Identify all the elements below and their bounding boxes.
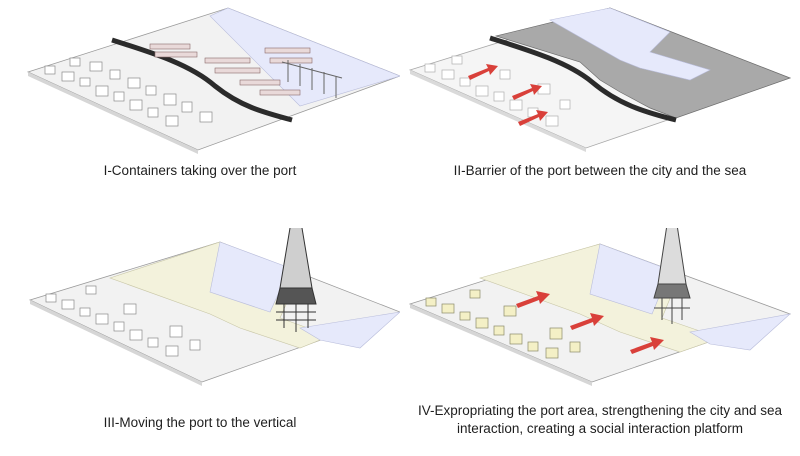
vertical-port-tower-icon	[653, 228, 691, 324]
sea-area	[209, 7, 400, 107]
coastline-road	[111, 37, 293, 123]
new-buildings	[425, 289, 581, 359]
sea-area	[209, 241, 291, 313]
sea-area	[549, 7, 711, 81]
arrow-icon	[516, 291, 664, 354]
coastline-road	[489, 35, 677, 123]
port-cranes	[281, 60, 343, 98]
arrow-icon	[468, 64, 548, 126]
slab-edge	[28, 72, 198, 154]
sea-area-lower	[689, 313, 791, 351]
stage-panel-2: II-Barrier of the port between the city …	[400, 0, 800, 228]
city-buildings	[424, 55, 571, 127]
stage-panel-3: III-Moving the port to the vertical	[0, 228, 400, 456]
slab-edge	[410, 304, 592, 386]
isometric-diagram-social-platform	[408, 228, 792, 386]
city-buildings	[44, 57, 213, 127]
panel-caption: II-Barrier of the port between the city …	[453, 163, 747, 178]
city-buildings	[45, 285, 201, 357]
panel-caption: IV-Expropriating the port area, strength…	[418, 403, 782, 436]
vertical-port-tower-icon	[275, 228, 317, 332]
isometric-diagram-containers	[26, 7, 400, 154]
sea-area	[589, 243, 671, 315]
panel-caption: I-Containers taking over the port	[103, 163, 297, 178]
panel-caption: III-Moving the port to the vertical	[103, 415, 297, 430]
sea-area-lower	[299, 311, 400, 349]
slab-edge	[30, 300, 202, 386]
isometric-diagram-vertical-port	[28, 228, 400, 386]
slab-edge	[410, 70, 586, 152]
stage-panel-4: IV-Expropriating the port area, strength…	[400, 228, 800, 456]
stage-panel-1: I-Containers taking over the port	[0, 0, 400, 228]
container-stacks	[149, 43, 313, 96]
isometric-diagram-barrier	[408, 7, 792, 152]
